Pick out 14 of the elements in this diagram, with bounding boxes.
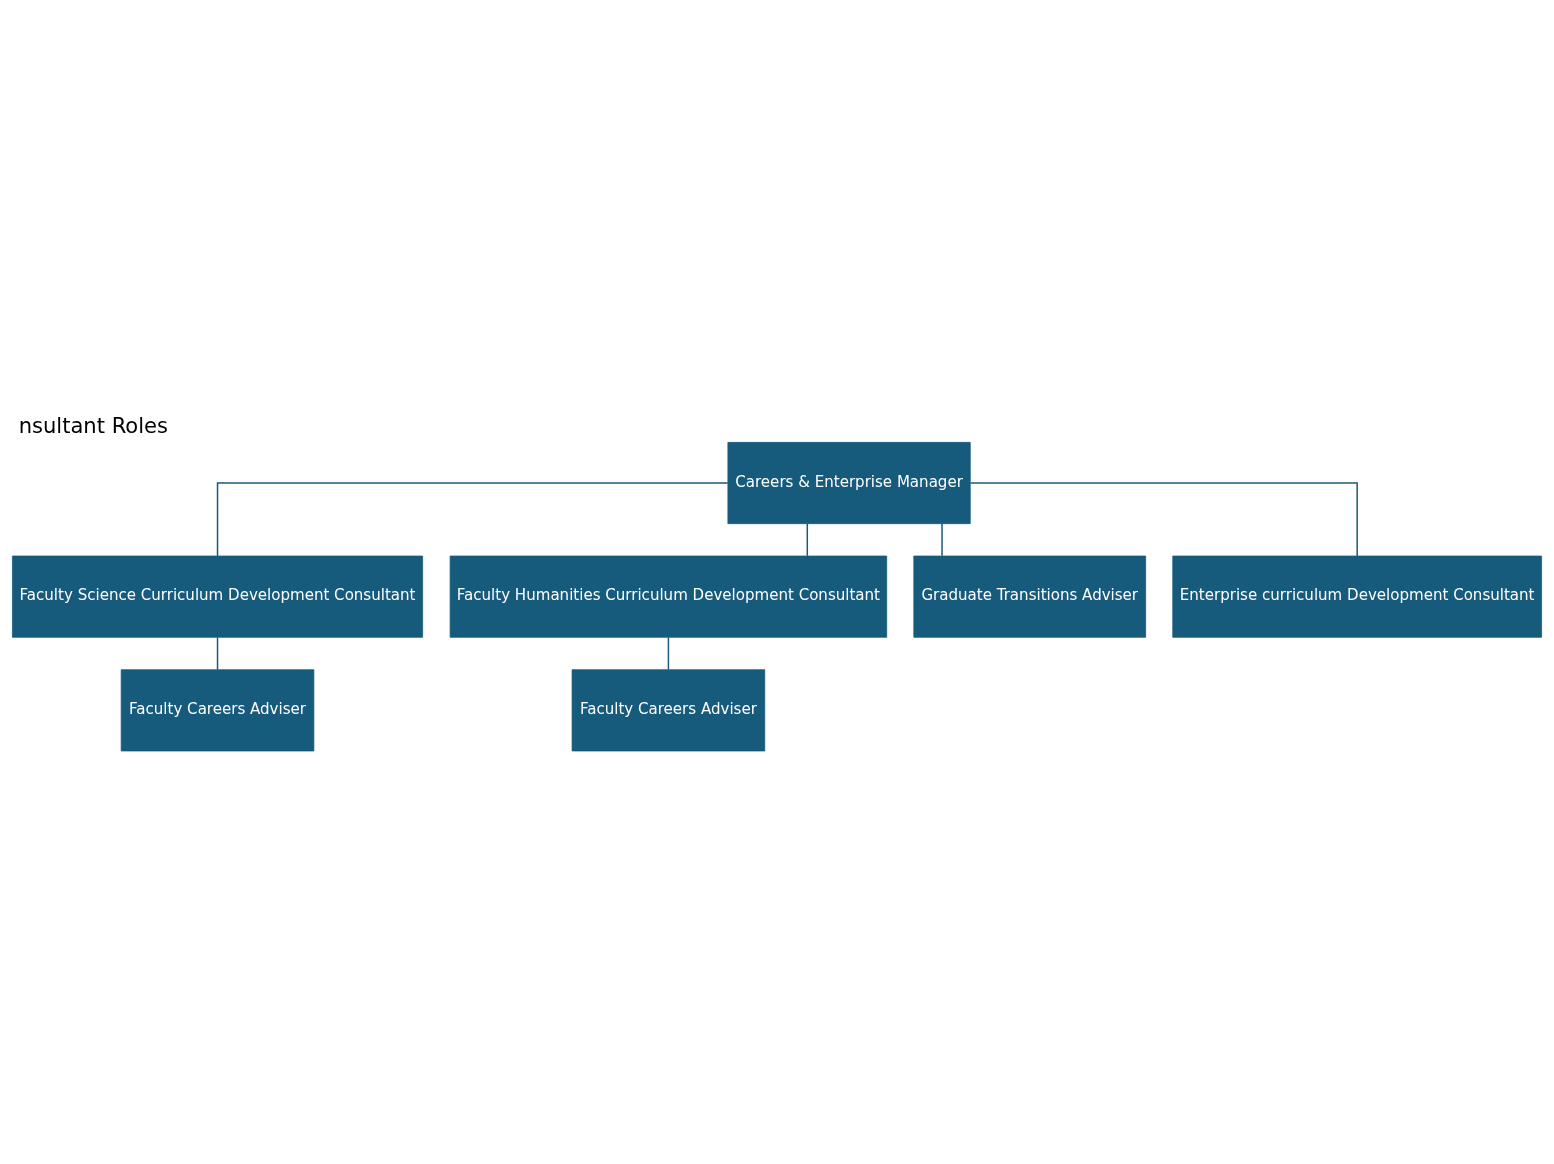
node-box: Graduate Transitions Adviser [913, 555, 1147, 638]
node-box: Enterprise curriculum Development Consultant [1172, 555, 1542, 638]
connector [216, 636, 219, 671]
connector [969, 482, 1358, 557]
connector [667, 636, 670, 671]
connector [941, 522, 943, 557]
connector [806, 522, 809, 557]
node-box: Careers & Enterprise Manager [727, 442, 971, 525]
diagram-title: nsultant Roles [18, 412, 169, 438]
node-box: Faculty Science Curriculum Development Consultant [12, 555, 424, 638]
connector [216, 482, 729, 557]
node-box: Faculty Careers Adviser [120, 669, 315, 752]
node-box: Faculty Humanities Curriculum Development Consultant [449, 555, 888, 638]
node-box: Faculty Careers Adviser [571, 669, 766, 752]
